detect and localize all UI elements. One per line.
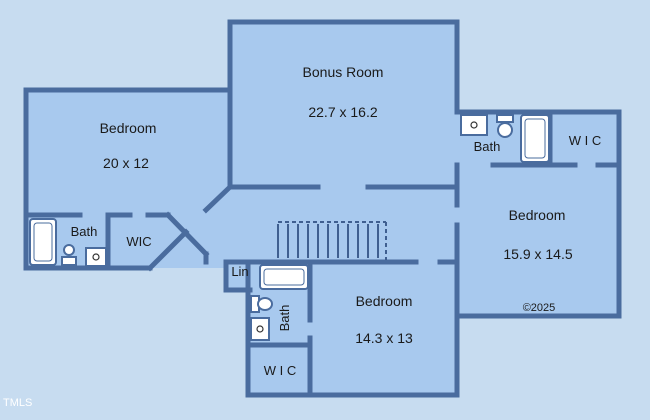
sink-icon <box>460 114 488 136</box>
bedroom-left-name: Bedroom <box>100 120 157 136</box>
bedroom-right-name: Bedroom <box>509 207 566 223</box>
fixtures <box>29 114 550 341</box>
bath-right-label: Bath <box>474 139 501 154</box>
sink-icon <box>85 247 107 267</box>
walls <box>23 19 622 398</box>
shower-icon <box>520 114 550 163</box>
bath-center-label: Bath <box>277 305 292 332</box>
copyright-notice: ©2025 <box>523 302 556 314</box>
bathtub-icon <box>29 218 57 266</box>
room-fills <box>26 22 619 395</box>
wic-right-label: W I C <box>569 133 602 148</box>
linen-closet-label: Lin <box>231 264 248 279</box>
bedroom-right-dims: 15.9 x 14.5 <box>503 246 572 262</box>
toilet-icon <box>63 244 75 256</box>
bedroom-center-dims: 14.3 x 13 <box>355 330 413 346</box>
bonus-room-name: Bonus Room <box>303 64 384 80</box>
sink-icon <box>250 317 270 341</box>
bedroom-left-dims: 20 x 12 <box>103 155 149 171</box>
bonus-room-dims: 22.7 x 16.2 <box>308 104 377 120</box>
bedroom-center-name: Bedroom <box>356 293 413 309</box>
hall-area <box>232 187 457 262</box>
wic-left-label: WIC <box>126 234 151 249</box>
watermark-text: TMLS <box>3 397 32 409</box>
staircase <box>277 221 387 260</box>
bedroom-left-area <box>26 90 232 268</box>
toilet-icon <box>496 114 514 123</box>
stair-treads <box>277 224 379 258</box>
bonus-room-area <box>230 22 457 187</box>
wic-center-label: W I C <box>264 363 297 378</box>
bathtub-icon <box>259 264 309 290</box>
bath-left-label: Bath <box>71 224 98 239</box>
room-labels: Bonus Room 22.7 x 16.2 Bedroom 20 x 12 B… <box>3 64 601 409</box>
